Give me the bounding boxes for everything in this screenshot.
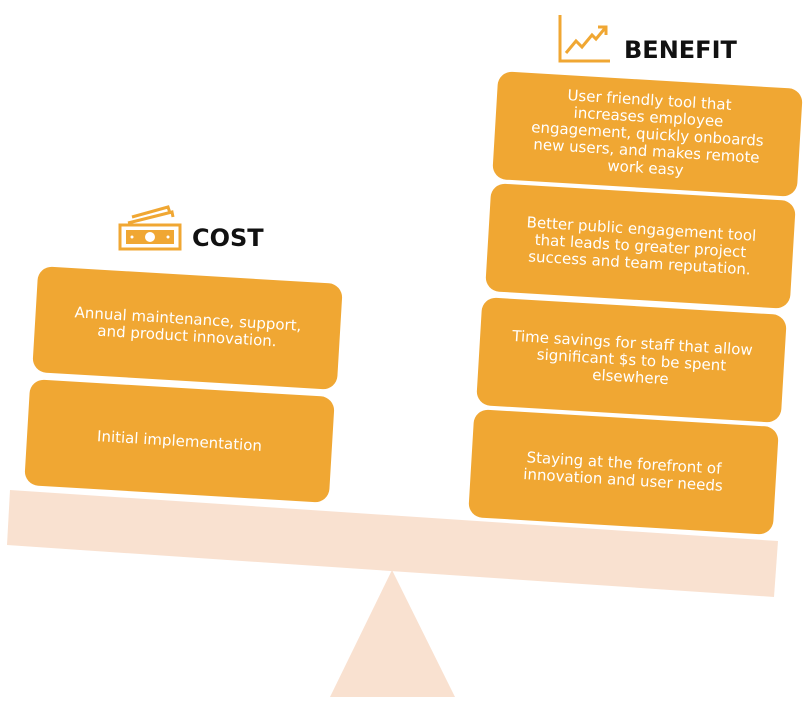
benefit-item-user-friendly: User friendly tool that increases employ… [492,71,803,197]
money-bill-icon [118,203,184,259]
benefit-header: BENEFIT [556,13,737,71]
cost-item-maintenance: Annual maintenance, support, and product… [32,266,343,390]
benefit-title: BENEFIT [624,36,737,64]
benefit-item-time-savings: Time savings for staff that allow signif… [476,297,787,423]
benefit-item-innovation: Staying at the forefront of innovation a… [468,409,779,535]
seesaw-beam [7,490,778,597]
cost-item-implementation: Initial implementation [24,379,335,503]
trend-chart-icon [556,13,612,71]
benefit-item-public-engagement: Better public engagement tool that leads… [485,183,796,309]
seesaw-fulcrum [330,570,455,697]
cost-title: COST [192,224,264,252]
cost-header: COST [118,203,264,259]
